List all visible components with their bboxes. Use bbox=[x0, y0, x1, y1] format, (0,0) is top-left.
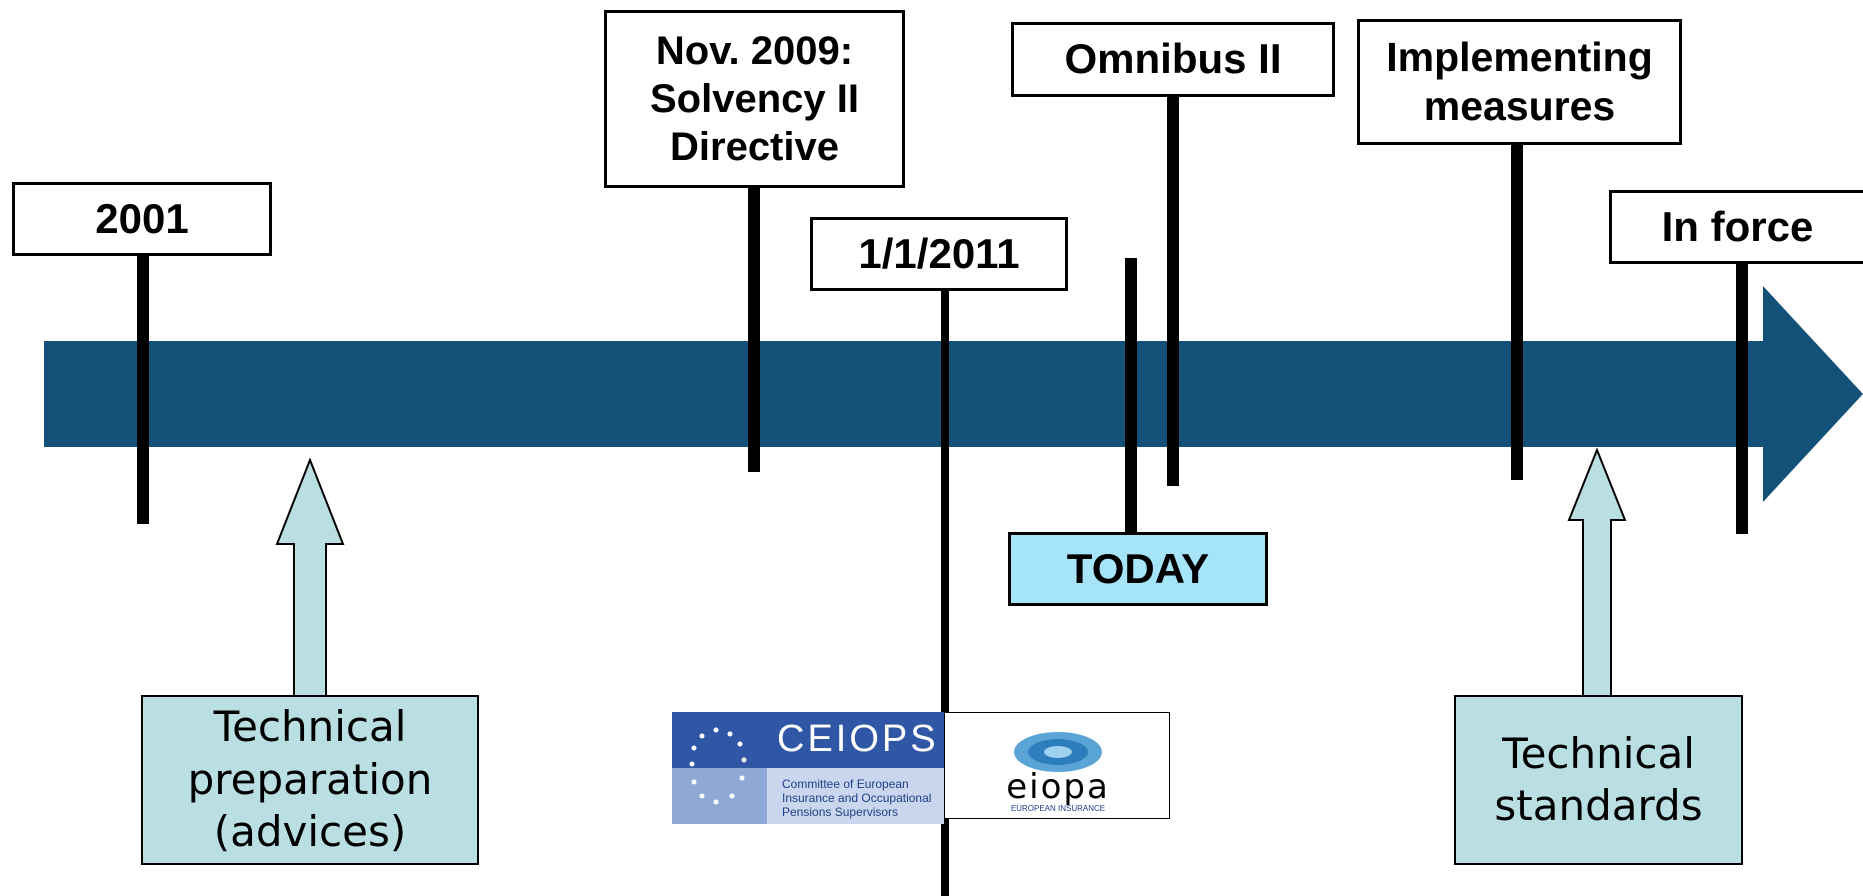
tick-implementing bbox=[1511, 142, 1523, 480]
tick-today bbox=[1125, 258, 1137, 532]
note-technical-standards: Technical standards bbox=[1454, 695, 1743, 865]
eiopa-logo: eiopa EUROPEAN INSURANCE bbox=[944, 712, 1170, 819]
ceiops-name: CEIOPS bbox=[777, 718, 939, 760]
today-label: TODAY bbox=[1008, 532, 1268, 606]
timeline-bar bbox=[44, 341, 1766, 447]
up-arrow-left bbox=[275, 458, 345, 697]
tick-directive bbox=[748, 184, 760, 472]
timeline-arrowhead bbox=[1763, 286, 1863, 502]
milestone-omnibus: Omnibus II bbox=[1011, 22, 1335, 97]
milestone-2001: 2001 bbox=[12, 182, 272, 256]
milestone-directive: Nov. 2009: Solvency II Directive bbox=[604, 10, 905, 188]
note-technical-preparation: Technical preparation (advices) bbox=[141, 695, 479, 865]
tick-jan2011 bbox=[941, 288, 949, 896]
ceiops-subtitle-1: Committee of European bbox=[782, 777, 909, 791]
eiopa-subtitle: EUROPEAN INSURANCE bbox=[1010, 804, 1106, 813]
eiopa-name: eiopa bbox=[1006, 767, 1110, 807]
milestone-jan2011: 1/1/2011 bbox=[810, 217, 1068, 291]
tick-2001 bbox=[137, 252, 149, 524]
ceiops-subtitle-2: Insurance and Occupational bbox=[782, 791, 932, 805]
ceiops-subtitle-3: Pensions Supervisors bbox=[782, 805, 899, 819]
ceiops-name-band bbox=[767, 712, 944, 768]
ceiops-logo: CEIOPS Committee of European Insurance a… bbox=[672, 712, 944, 824]
eiopa-emblem-icon bbox=[1014, 732, 1102, 772]
milestone-implementing: Implementing measures bbox=[1357, 19, 1682, 145]
up-arrow-right bbox=[1567, 448, 1627, 697]
eu-stars-icon bbox=[672, 712, 767, 824]
tick-in-force bbox=[1736, 260, 1748, 534]
tick-omnibus bbox=[1167, 96, 1179, 486]
milestone-in-force: In force bbox=[1609, 190, 1863, 264]
